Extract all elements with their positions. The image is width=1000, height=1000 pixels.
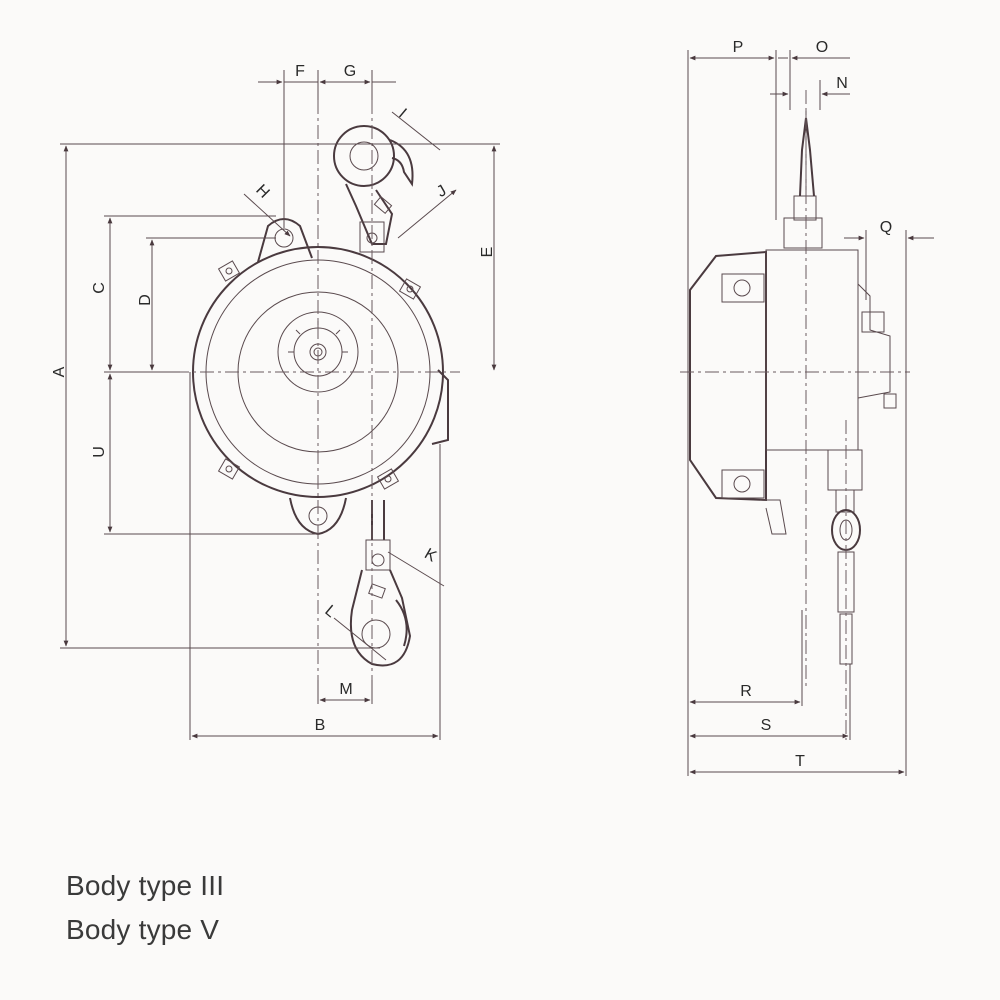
label-G: G <box>344 63 356 80</box>
side-top-hook <box>783 110 823 249</box>
label-N: N <box>836 75 848 92</box>
caption-body-type-iii: Body type III <box>66 870 225 901</box>
side-right-bracket <box>857 283 891 399</box>
label-M: M <box>339 681 352 698</box>
side-housing-body <box>765 249 859 451</box>
label-T: T <box>795 753 805 770</box>
label-Q: Q <box>880 219 892 236</box>
extension-lines <box>60 70 500 740</box>
label-C: C <box>91 282 108 294</box>
bottom-hook <box>349 500 412 667</box>
side-extension-lines <box>687 50 907 776</box>
label-U: U <box>91 446 108 458</box>
label-E: E <box>479 247 496 258</box>
label-D: D <box>137 294 154 306</box>
side-housing-outer <box>689 250 767 502</box>
label-A: A <box>51 366 68 377</box>
top-mounting-lug <box>257 218 313 263</box>
top-lug-hole <box>274 228 294 248</box>
side-screw-bottom <box>721 469 765 499</box>
side-bottom-hook <box>827 449 863 665</box>
side-view: P O N Q R S T <box>680 39 934 776</box>
dimension-lines <box>63 79 497 739</box>
label-S: S <box>761 717 772 734</box>
side-screw-top <box>721 273 765 303</box>
top-hook <box>333 125 414 253</box>
label-O: O <box>816 39 828 56</box>
label-J: J <box>434 182 449 201</box>
dim-J-line <box>397 189 457 239</box>
label-K: K <box>421 546 439 566</box>
housing-tab <box>431 369 449 445</box>
label-L: L <box>321 602 339 621</box>
front-view: A C D U E F G H I J K L M B <box>51 63 500 740</box>
label-R: R <box>740 683 752 700</box>
side-small-block <box>883 393 897 409</box>
label-H: H <box>252 182 272 202</box>
dim-L-line <box>333 617 387 661</box>
side-foot <box>760 499 787 535</box>
label-B: B <box>315 717 326 734</box>
dim-H-line <box>243 193 291 237</box>
side-screw-head <box>861 311 885 333</box>
label-I: I <box>395 106 409 122</box>
dim-I-line <box>391 111 441 151</box>
dim-K-line <box>387 551 445 587</box>
side-dimension-lines <box>689 55 934 775</box>
caption-body-type-v: Body type V <box>66 914 220 945</box>
label-F: F <box>295 63 305 80</box>
label-P: P <box>733 39 744 56</box>
body-screws <box>217 260 422 490</box>
